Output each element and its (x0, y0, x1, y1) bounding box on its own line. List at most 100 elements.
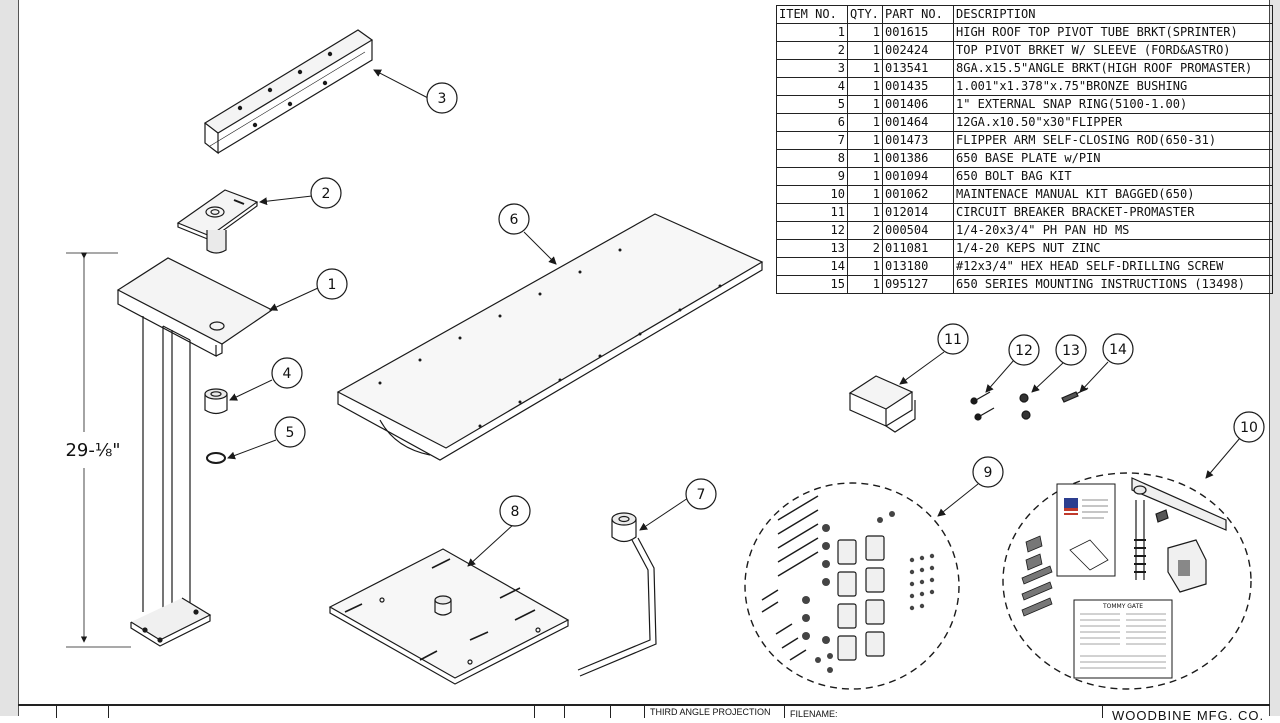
balloon-1 (316, 268, 348, 300)
balloon-9 (972, 456, 1004, 488)
bom-description: MAINTENACE MANUAL KIT BAGGED(650) (953, 185, 1273, 204)
part-14-self-drilling-screw (1061, 387, 1089, 403)
bom-item: 8 (776, 149, 848, 168)
sheet-right-margin (1269, 0, 1280, 716)
title-block-cell (1102, 706, 1103, 718)
title-block-cell (56, 706, 57, 718)
part-4-bronze-bushing (204, 388, 228, 415)
bom-part: 095127 (882, 275, 954, 294)
part-5-snap-ring (206, 452, 226, 464)
part-7-flipper-arm-rod (577, 512, 657, 677)
bom-header-description: DESCRIPTION (953, 5, 1273, 24)
part-2-top-pivot-bracket (176, 189, 259, 254)
balloon-label-3: 3 (438, 91, 447, 107)
bom-description: 650 BASE PLATE w/PIN (953, 149, 1273, 168)
balloon-12 (1008, 334, 1040, 366)
bom-qty: 1 (847, 167, 883, 186)
bom-part: 001062 (882, 185, 954, 204)
bom-item: 7 (776, 131, 848, 150)
bom-part: 001615 (882, 23, 954, 42)
bom-item: 15 (776, 275, 848, 294)
height-dimension (66, 252, 131, 648)
bom-description: FLIPPER ARM SELF-CLOSING ROD(650-31) (953, 131, 1273, 150)
part-6-flipper-plate (336, 213, 764, 461)
bom-qty: 2 (847, 239, 883, 258)
bom-qty: 1 (847, 77, 883, 96)
bom-description: 8GA.x15.5"ANGLE BRKT(HIGH ROOF PROMASTER… (953, 59, 1273, 78)
part-9-bolt-bag-kit (744, 482, 960, 690)
part-10-maintenance-manual-kit (1002, 472, 1252, 690)
part-1-pivot-tube-bracket (116, 257, 274, 647)
bom-description: 650 BOLT BAG KIT (953, 167, 1273, 186)
bom-description: TOP PIVOT BRKET W/ SLEEVE (FORD&ASTRO) (953, 41, 1273, 60)
bom-item: 4 (776, 77, 848, 96)
balloon-label-4: 4 (283, 366, 292, 382)
balloon-label-8: 8 (511, 504, 520, 520)
bom-description: 1" EXTERNAL SNAP RING(5100-1.00) (953, 95, 1273, 114)
balloon-label-5: 5 (286, 425, 295, 441)
balloon-14 (1102, 333, 1134, 365)
bom-header-qty: QTY. (847, 5, 883, 24)
bom-qty: 1 (847, 41, 883, 60)
bom-description: HIGH ROOF TOP PIVOT TUBE BRKT(SPRINTER) (953, 23, 1273, 42)
part-11-circuit-breaker-bracket (848, 375, 916, 433)
bom-item: 2 (776, 41, 848, 60)
bom-part: 001435 (882, 77, 954, 96)
bom-qty: 2 (847, 221, 883, 240)
balloon-label-7: 7 (697, 487, 706, 503)
bom-qty: 1 (847, 275, 883, 294)
bom-description: CIRCUIT BREAKER BRACKET-PROMASTER (953, 203, 1273, 222)
bom-item: 6 (776, 113, 848, 132)
balloon-7 (685, 478, 717, 510)
part-3-angle-bracket (203, 29, 374, 155)
title-block-cell (564, 706, 565, 718)
bom-item: 1 (776, 23, 848, 42)
part-8-base-plate (328, 548, 570, 685)
balloon-3 (426, 82, 458, 114)
projection-label: THIRD ANGLE PROJECTION (650, 707, 771, 717)
bom-header-part: PART NO. (882, 5, 954, 24)
balloon-label-2: 2 (322, 186, 331, 202)
bom-qty: 1 (847, 23, 883, 42)
bom-description: 650 SERIES MOUNTING INSTRUCTIONS (13498) (953, 275, 1273, 294)
bom-item: 3 (776, 59, 848, 78)
bom-qty: 1 (847, 113, 883, 132)
bom-item: 5 (776, 95, 848, 114)
balloon-label-11: 11 (944, 332, 962, 348)
bom-part: 001473 (882, 131, 954, 150)
bom-header-row: ITEM NO. QTY. PART NO. DESCRIPTION (776, 5, 1273, 24)
balloon-label-1: 1 (328, 277, 337, 293)
balloon-2 (310, 177, 342, 209)
bom-description: #12x3/4" HEX HEAD SELF-DRILLING SCREW (953, 257, 1273, 276)
bom-qty: 1 (847, 257, 883, 276)
bom-qty: 1 (847, 131, 883, 150)
bom-description: 1/4-20x3/4" PH PAN HD MS (953, 221, 1273, 240)
balloon-label-14: 14 (1109, 342, 1127, 358)
bom-part: 001386 (882, 149, 954, 168)
bom-description: 1.001"x1.378"x.75"BRONZE BUSHING (953, 77, 1273, 96)
bom-part: 000504 (882, 221, 954, 240)
bom-part: 013541 (882, 59, 954, 78)
part-13-keps-nuts (1019, 393, 1031, 420)
title-block-cell (610, 706, 611, 718)
bom-item: 10 (776, 185, 848, 204)
balloon-8 (499, 495, 531, 527)
bom-part: 001406 (882, 95, 954, 114)
bom-item: 11 (776, 203, 848, 222)
balloon-4 (271, 357, 303, 389)
bom-qty: 1 (847, 95, 883, 114)
bom-item: 12 (776, 221, 848, 240)
bom-qty: 1 (847, 59, 883, 78)
bom-part: 001464 (882, 113, 954, 132)
balloon-label-9: 9 (984, 465, 993, 481)
sheet-left-margin (0, 0, 19, 716)
